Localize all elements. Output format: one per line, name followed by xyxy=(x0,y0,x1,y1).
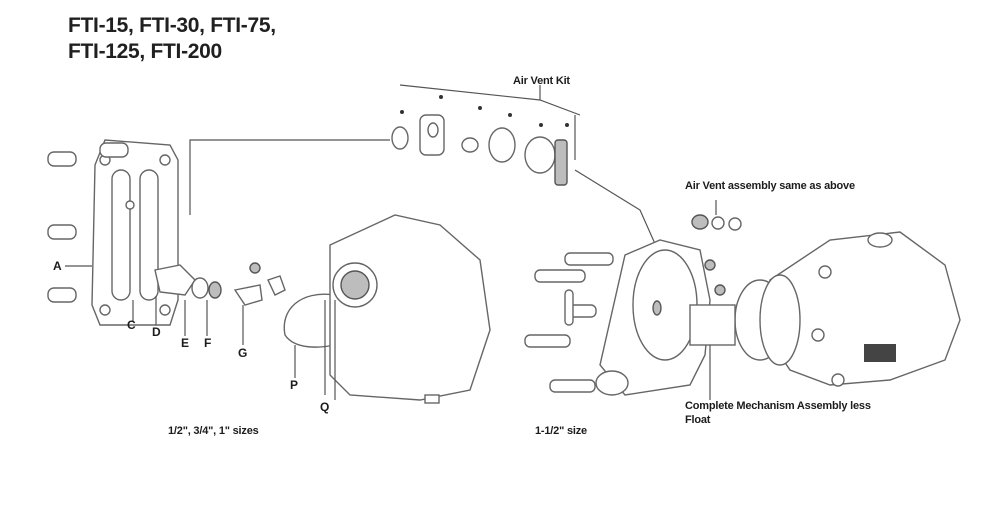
cover-plate-part-a xyxy=(65,139,179,326)
air-vent-kit-bracket xyxy=(189,84,661,256)
diagram-title-line-2: FTI-125, FTI-200 xyxy=(68,40,222,63)
float-part-p xyxy=(283,293,336,378)
part-letter-d: D xyxy=(152,325,161,339)
bolts-left xyxy=(47,142,129,303)
air-vent-parts-right xyxy=(691,200,742,231)
trap-body-large xyxy=(595,231,961,396)
bolts-right xyxy=(524,252,726,400)
part-letter-c: C xyxy=(127,318,136,332)
part-letter-p: P xyxy=(290,378,299,392)
part-letter-q: Q xyxy=(320,400,330,414)
small-sizes-label: 1/2", 3/4", 1" sizes xyxy=(168,425,259,437)
air-vent-same-label: Air Vent assembly same as above xyxy=(685,180,855,192)
small-parts-c-to-g xyxy=(132,262,286,345)
part-letter-e: E xyxy=(181,336,190,350)
air-vent-kit-parts xyxy=(391,95,569,186)
complete-mechanism-label-line-1: Complete Mechanism Assembly less xyxy=(685,400,871,412)
diagram-title-line-1: FTI-15, FTI-30, FTI-75, xyxy=(68,14,276,37)
complete-mechanism-label-line-2: Float xyxy=(685,414,711,426)
part-letter-a: A xyxy=(53,259,62,273)
trap-body-small xyxy=(324,214,491,404)
air-vent-kit-label: Air Vent Kit xyxy=(513,75,570,87)
part-letter-g: G xyxy=(238,346,248,360)
large-size-label: 1-1/2" size xyxy=(535,425,587,437)
part-letter-f: F xyxy=(204,336,212,350)
